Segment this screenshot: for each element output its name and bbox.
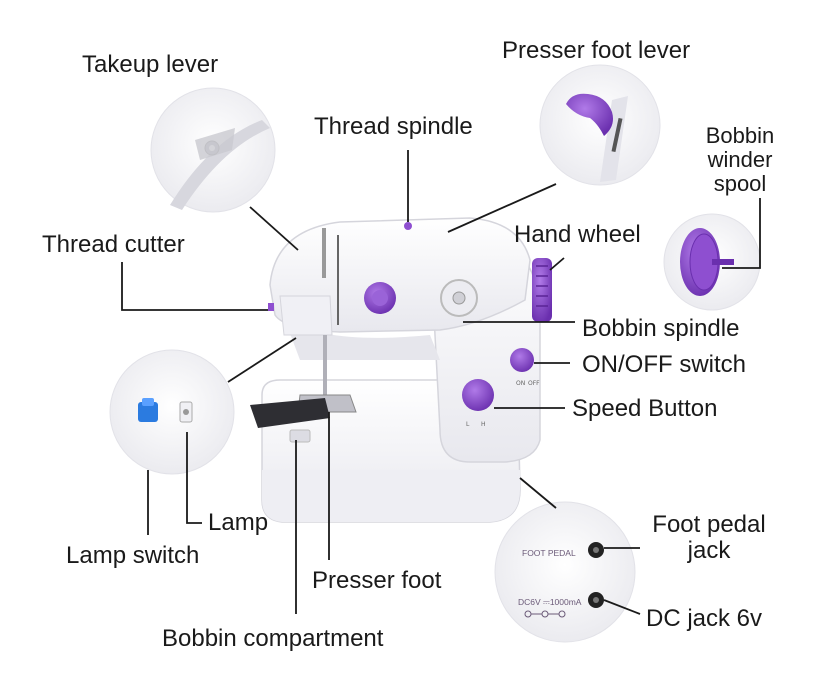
inset-power-jacks: FOOT PEDAL DC6V ⎓1000mA bbox=[494, 501, 636, 643]
high-mark: H bbox=[481, 421, 486, 428]
label-bobbin-winder-line3: spool bbox=[713, 171, 767, 196]
leader-hand-wheel bbox=[549, 257, 565, 271]
label-bobbin-winder-spool: Bobbin winder spool bbox=[694, 124, 786, 196]
label-foot-pedal-line1: Foot pedal bbox=[652, 511, 766, 538]
label-thread-spindle: Thread spindle bbox=[314, 113, 473, 140]
leader-power-inset bbox=[519, 477, 557, 509]
label-hand-wheel: Hand wheel bbox=[514, 221, 641, 248]
label-dc-jack: DC jack 6v bbox=[646, 605, 763, 632]
leader-presser-foot-lever bbox=[447, 183, 557, 233]
label-presser-foot-lever: Presser foot lever bbox=[502, 37, 691, 64]
foot-pedal-text: FOOT PEDAL bbox=[522, 548, 576, 558]
hand-wheel-part bbox=[532, 258, 552, 322]
leader-lamp bbox=[186, 432, 202, 524]
inset-presser-foot-lever bbox=[539, 64, 661, 186]
label-lamp-switch: Lamp switch bbox=[66, 542, 200, 569]
low-mark: L bbox=[466, 421, 470, 428]
label-speed-button: Speed Button bbox=[572, 395, 718, 422]
on-off-switch-part bbox=[510, 348, 534, 372]
leader-lamp-inset bbox=[227, 337, 297, 383]
inset-bobbin-winder-spool bbox=[663, 213, 761, 311]
label-bobbin-spindle: Bobbin spindle bbox=[582, 315, 740, 342]
label-bobbin-winder-line1: Bobbin bbox=[705, 123, 775, 148]
label-thread-cutter: Thread cutter bbox=[42, 231, 185, 258]
leader-takeup-lever bbox=[249, 206, 299, 251]
label-takeup-lever: Takeup lever bbox=[82, 51, 219, 78]
dc-rating-text: DC6V ⎓1000mA bbox=[518, 597, 582, 607]
sewing-machine: ON OFF L H bbox=[250, 217, 552, 523]
inset-takeup-lever bbox=[150, 87, 276, 213]
label-foot-pedal-line2: jack bbox=[687, 537, 731, 564]
label-bobbin-winder-line2: winder bbox=[707, 147, 773, 172]
thread-cutter-part bbox=[268, 303, 274, 311]
label-foot-pedal-jack: Foot pedal jack bbox=[640, 512, 778, 564]
label-bobbin-compartment: Bobbin compartment bbox=[162, 625, 384, 652]
off-mark: OFF bbox=[528, 380, 540, 387]
bobbin-compartment-part bbox=[289, 429, 311, 443]
label-lamp: Lamp bbox=[208, 509, 269, 536]
leader-lines bbox=[121, 150, 761, 615]
leader-thread-cutter bbox=[121, 262, 268, 311]
label-presser-foot: Presser foot bbox=[312, 567, 442, 594]
leader-dc-jack bbox=[603, 599, 641, 615]
on-mark: ON bbox=[516, 380, 525, 387]
bed-plate bbox=[250, 398, 330, 428]
inset-lamp-switch bbox=[109, 349, 235, 475]
thread-spindle-part bbox=[404, 222, 412, 230]
label-on-off-switch: ON/OFF switch bbox=[582, 351, 747, 378]
speed-button-part bbox=[462, 379, 494, 411]
leader-bobbin-winder bbox=[722, 198, 761, 269]
